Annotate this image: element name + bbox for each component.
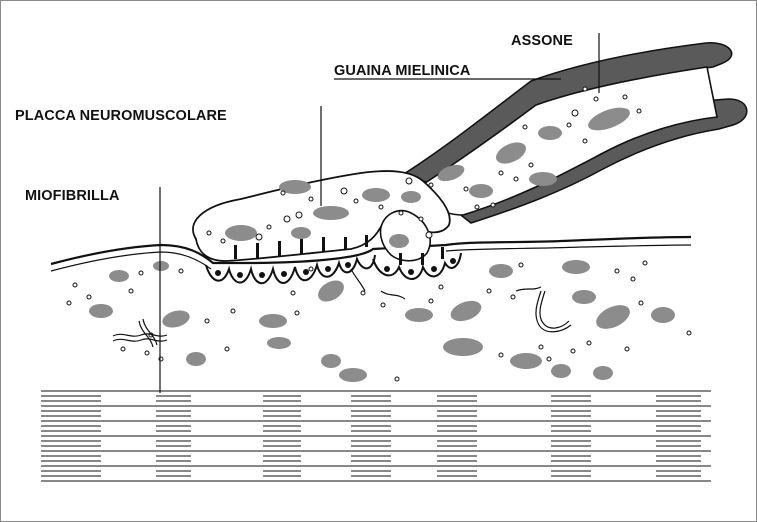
sarcolemma [51, 237, 691, 264]
label-miofibrilla: MIOFIBRILLA [25, 188, 120, 204]
label-guaina-mielinica: GUAINA MIELINICA [334, 63, 471, 79]
myofibrils [41, 391, 711, 481]
sarcolemma-inner [51, 252, 211, 271]
label-assone: ASSONE [511, 33, 573, 49]
tubules [113, 269, 571, 347]
label-placca-neuromuscolare: PLACCA NEUROMUSCOLARE [15, 108, 227, 124]
